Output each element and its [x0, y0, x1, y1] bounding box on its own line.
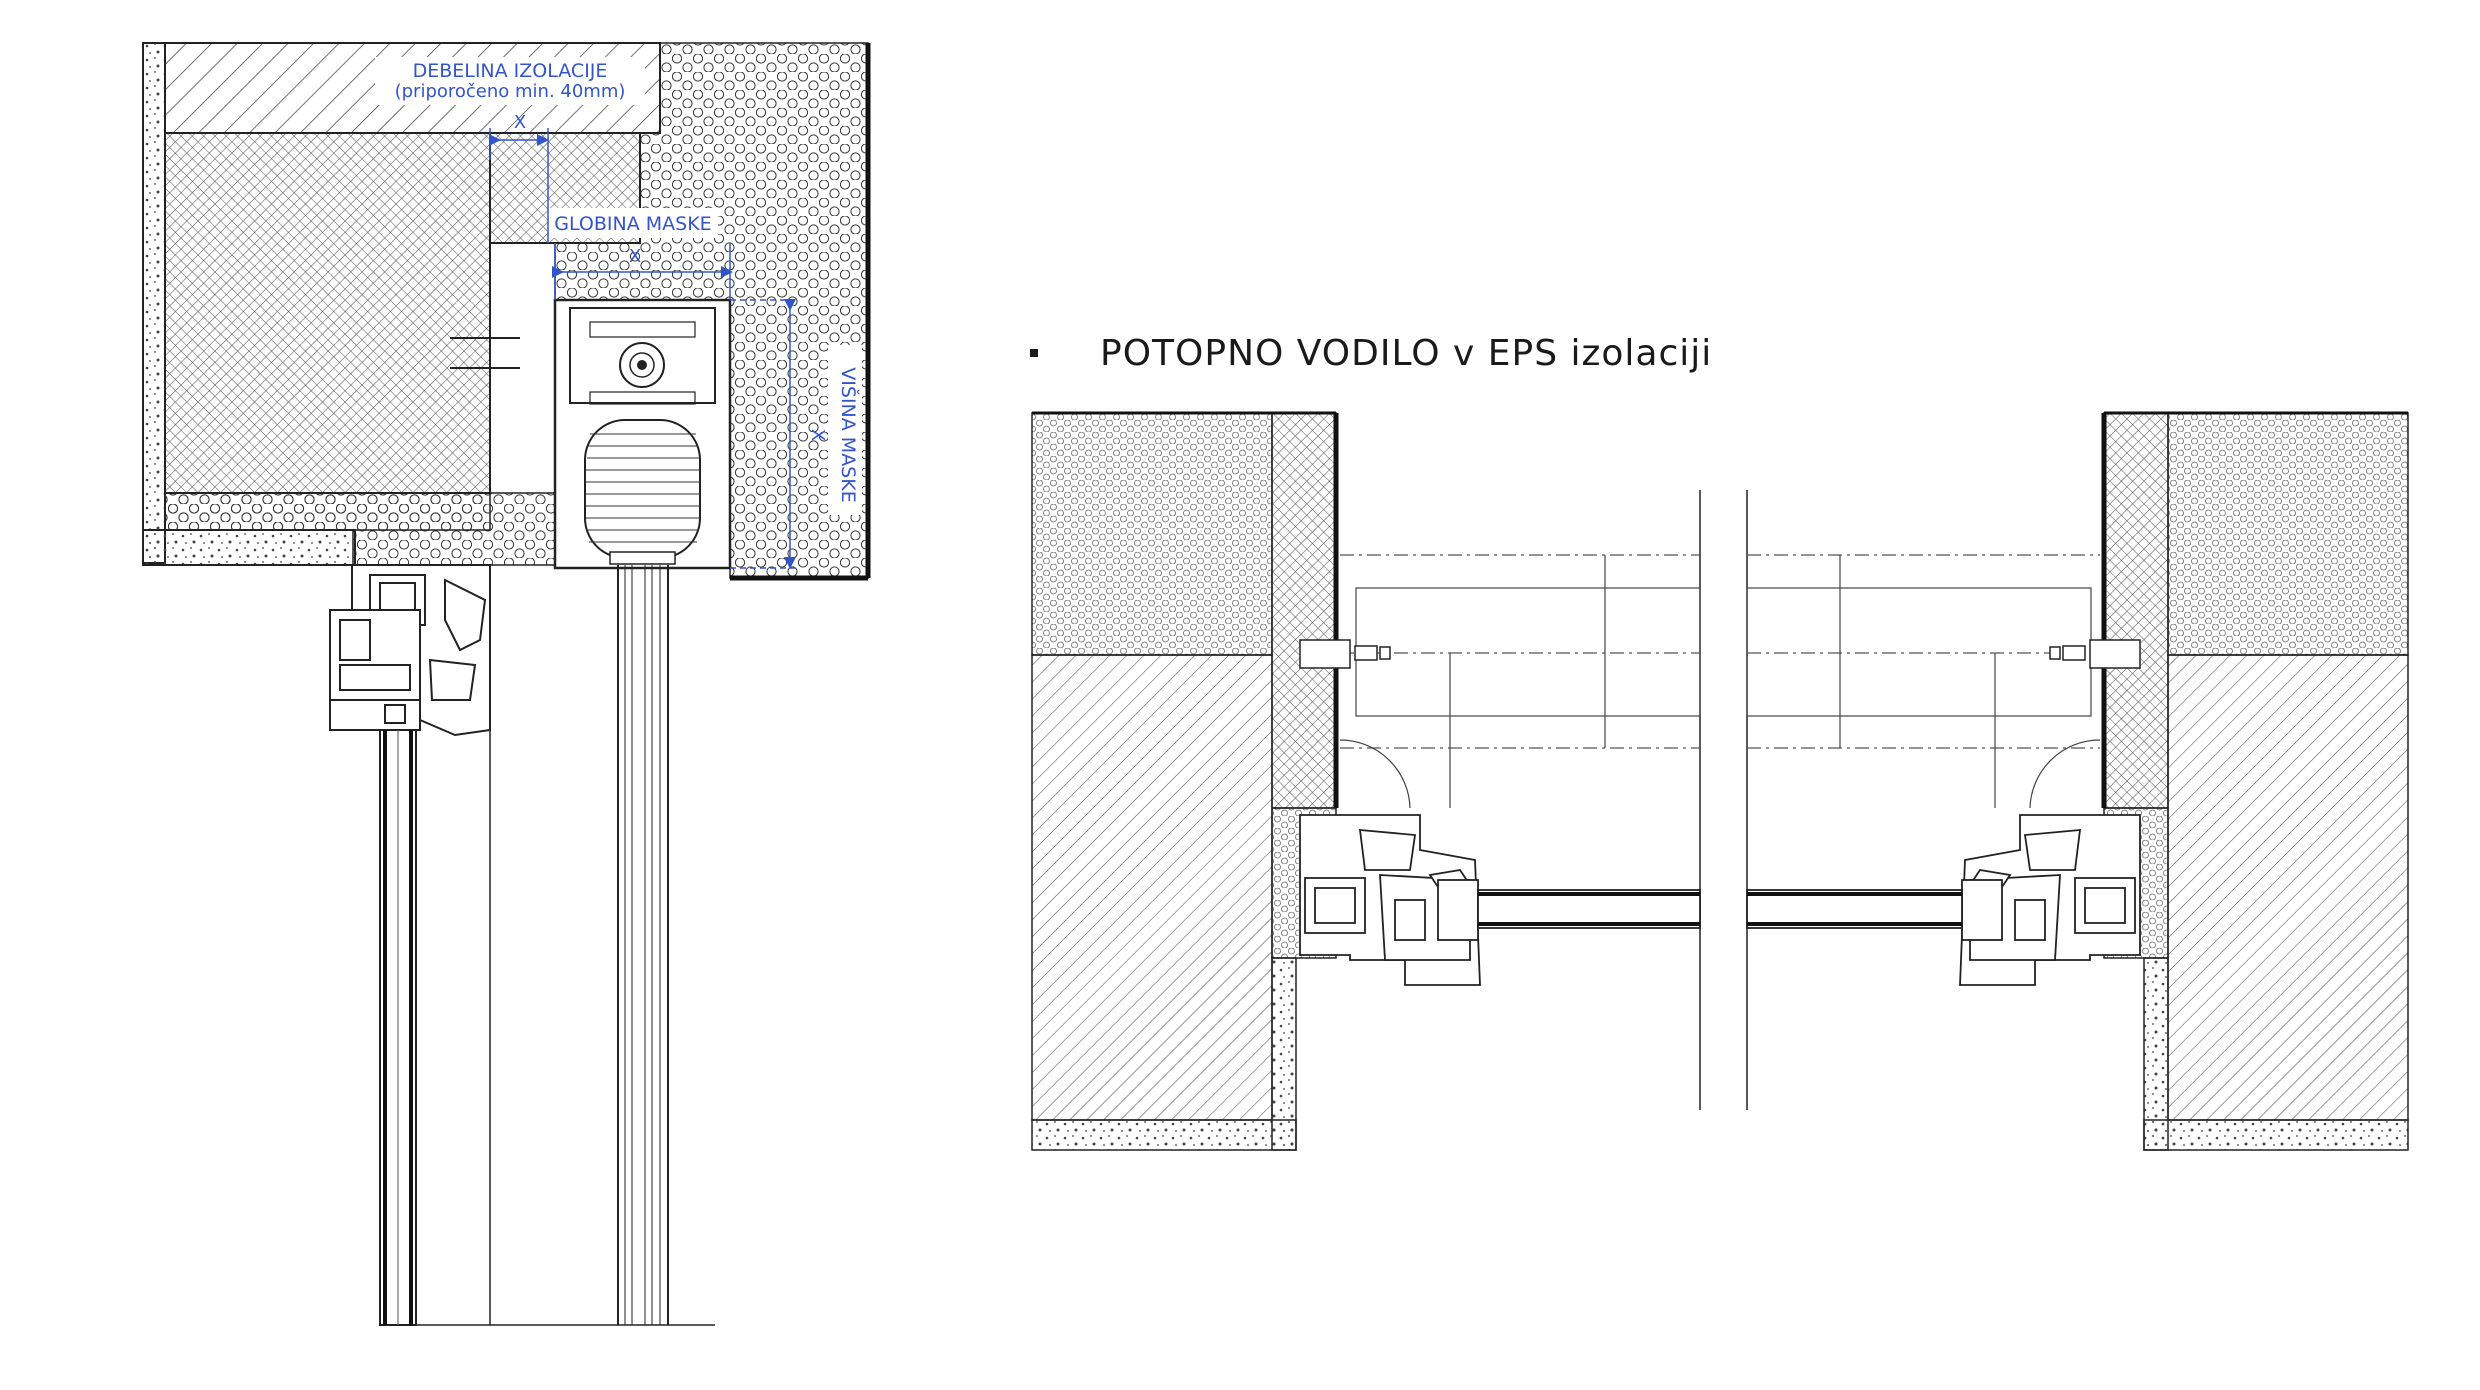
masonry-right [2167, 654, 2409, 1121]
vertical-section-detail: DEBELINA IZOLACIJE (priporočeno min. 40m… [142, 42, 871, 1326]
wall-block [164, 132, 491, 494]
glazing-plan [1477, 889, 1963, 929]
eps-layer-right [2167, 412, 2409, 656]
heading-text: POTOPNO VODILO v EPS izolaciji [1100, 332, 1713, 374]
mask-height-label: VIŠINA MASKE [837, 367, 861, 502]
window-profile-left [1299, 814, 1481, 986]
plaster-left [142, 42, 166, 564]
eps-layer-left [1031, 412, 1273, 656]
masonry-left [1031, 654, 1273, 1121]
insulation-thickness-note: (priporočeno min. 40mm) [395, 81, 626, 102]
bullet-marker [1030, 349, 1038, 357]
dim-x-mask-height: X [807, 429, 828, 441]
dimension-lines [489, 128, 796, 569]
insulation-thickness-title: DEBELINA IZOLACIJE [413, 60, 608, 82]
window-frame-profile [329, 564, 491, 737]
mask-depth-label: GLOBINA MASKE [554, 213, 711, 235]
plan-section-detail [1031, 411, 2409, 1151]
plaster-bottom [142, 529, 356, 566]
glazing-unit [379, 729, 417, 1326]
guide-rail-fixings [1299, 639, 2141, 669]
shutter-curtain-lines [380, 565, 715, 1326]
window-profile-right [1959, 814, 2141, 986]
reference-lines [1340, 554, 2100, 749]
rolled-slats [584, 419, 701, 565]
plan-detail-heading: POTOPNO VODILO v EPS izolaciji [1030, 330, 1712, 376]
dim-x-insulation: X [514, 112, 526, 133]
dim-x-mask-depth: X [629, 246, 641, 267]
